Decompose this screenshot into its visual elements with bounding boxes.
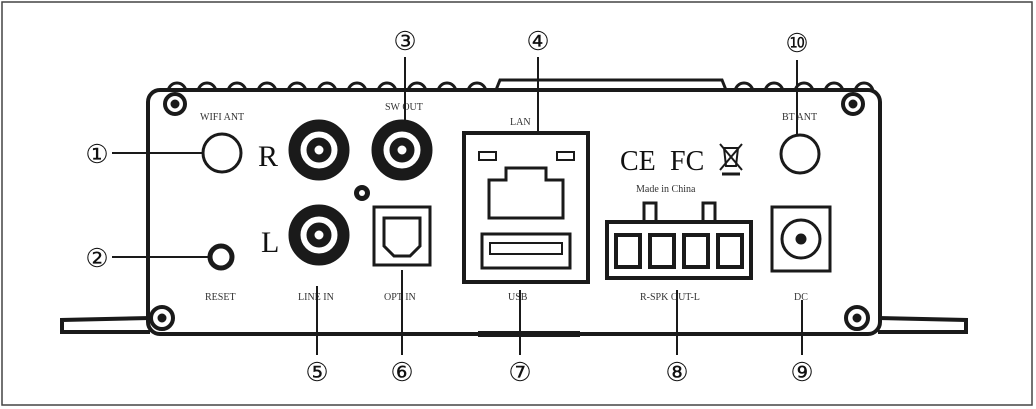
line-in-label: LINE IN (298, 292, 334, 303)
usb-label: USB (508, 292, 528, 303)
made-in-label: Made in China (636, 184, 696, 195)
reset-button (207, 243, 235, 271)
weee-icon (719, 143, 743, 176)
screw-bottom-right (844, 305, 870, 331)
opt-in-label: OPT IN (384, 292, 416, 303)
leader-lines (112, 57, 803, 355)
lan-port (487, 166, 565, 220)
bt-ant-label: BT ANT (782, 112, 817, 123)
callout-2: ② (85, 244, 108, 273)
wifi-ant-label: WIFI ANT (200, 112, 244, 123)
lan-label: LAN (510, 117, 531, 128)
callout-9: ⑨ (790, 358, 813, 387)
callout-5: ⑤ (305, 358, 328, 387)
wifi-antenna-port (201, 132, 243, 174)
callout-8: ⑧ (665, 358, 688, 387)
callout-1: ① (85, 140, 108, 169)
screw-bottom-left (149, 305, 175, 331)
rca-line-in-l-jack (288, 204, 350, 266)
spk-out-label: R-SPK OUT-L (640, 292, 700, 303)
channel-l-label: L (261, 226, 279, 259)
callout-3: ③ (393, 27, 416, 56)
left-mounting-flange (60, 316, 151, 334)
screw-top-left (163, 92, 187, 116)
dc-power-jack (770, 205, 832, 273)
right-mounting-flange (877, 316, 968, 334)
bt-antenna-port (779, 133, 821, 175)
callout-6: ⑥ (390, 358, 413, 387)
corner-screws (149, 92, 870, 331)
fc-mark: FC (670, 146, 704, 177)
sw-out-label: SW OUT (385, 102, 423, 113)
callout-10: ⑩ (785, 29, 808, 58)
indicator-led (354, 185, 370, 201)
reset-label: RESET (205, 292, 236, 303)
channel-r-label: R (258, 140, 278, 173)
rca-sw-out-jack (371, 119, 433, 181)
rca-line-in-r-jack (288, 119, 350, 181)
speaker-terminal (605, 201, 753, 280)
ce-mark: CE (620, 146, 656, 177)
callout-7: ⑦ (508, 358, 531, 387)
dc-label: DC (794, 292, 808, 303)
callout-4: ④ (526, 27, 549, 56)
lan-usb-block (462, 131, 590, 284)
callout-numbers: ① ② ③ ④ ⑩ ⑤ ⑥ ⑦ ⑧ ⑨ (85, 27, 813, 387)
screw-top-right (841, 92, 865, 116)
optical-in-port (372, 205, 432, 267)
